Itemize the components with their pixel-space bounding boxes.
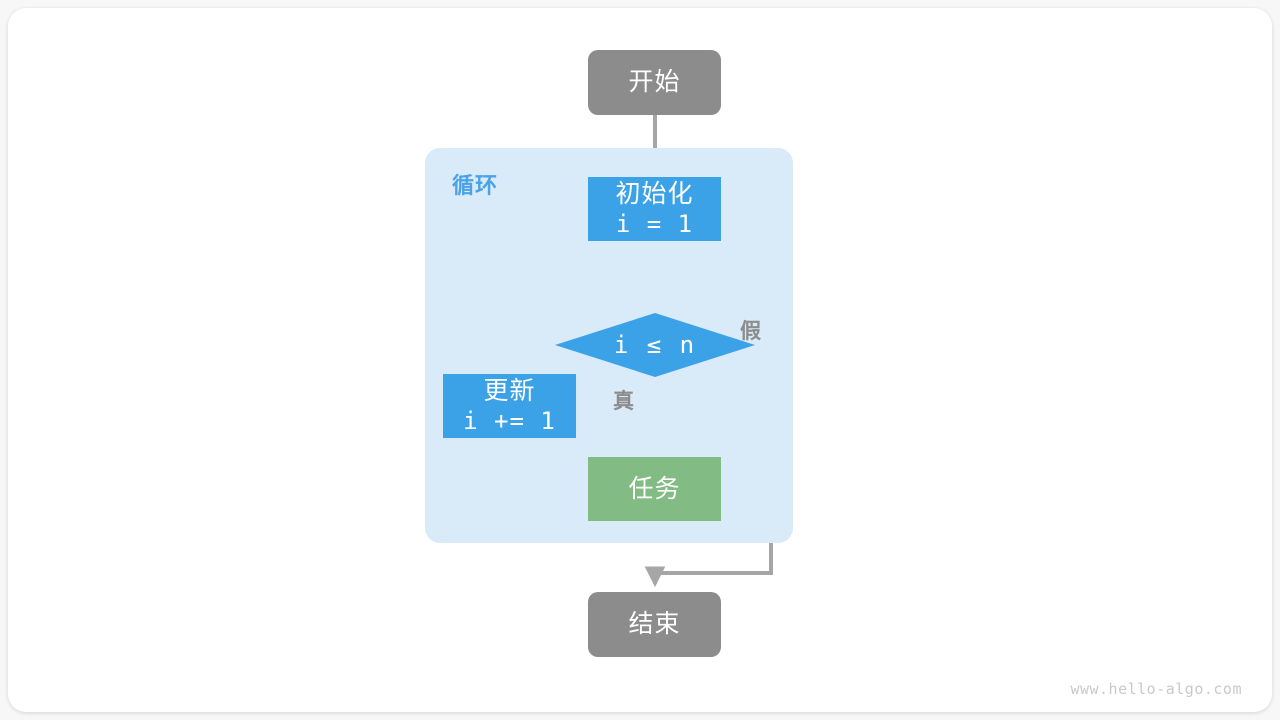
node-init-code: i = 1 (615, 209, 694, 238)
node-task[interactable]: 任务 (588, 457, 721, 521)
node-update[interactable]: 更新 i += 1 (443, 374, 576, 438)
node-task-label: 任务 (628, 474, 681, 503)
node-condition-label: i ≤ n (613, 331, 697, 359)
node-condition[interactable]: i ≤ n (555, 313, 755, 377)
node-start[interactable]: 开始 (588, 50, 721, 115)
watermark: www.hello-algo.com (1070, 680, 1242, 698)
loop-container-label: 循环 (452, 173, 499, 198)
branch-label-true: 真 (613, 390, 635, 413)
node-end[interactable]: 结束 (588, 592, 721, 657)
node-start-label: 开始 (628, 68, 681, 97)
node-init[interactable]: 初始化 i = 1 (588, 177, 721, 241)
node-update-label: 更新 (483, 377, 536, 406)
node-end-label: 结束 (628, 610, 681, 639)
decision-diamond-shape (555, 313, 755, 377)
node-update-code: i += 1 (463, 406, 556, 435)
branch-label-false: 假 (740, 320, 762, 343)
node-init-label: 初始化 (615, 180, 694, 209)
